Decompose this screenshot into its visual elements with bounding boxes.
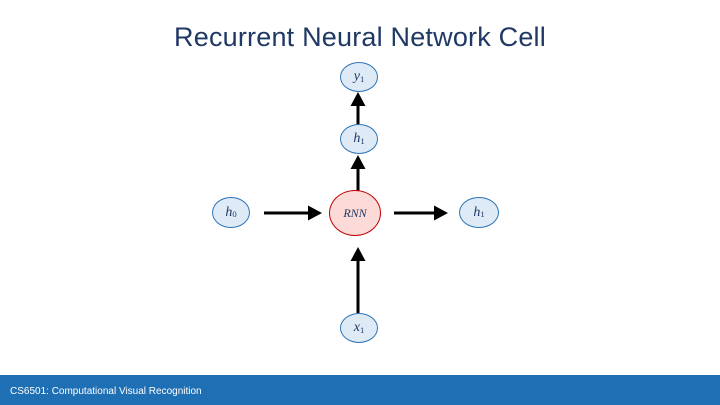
footer-text: CS6501: Computational Visual Recognition <box>10 386 202 397</box>
footer-bar <box>0 375 720 405</box>
node-h0-label: h0 <box>225 204 237 220</box>
node-h1-top-label: h1 <box>353 131 365 146</box>
page-title: Recurrent Neural Network Cell <box>174 22 546 52</box>
node-rnn-cell: RNN <box>329 190 381 236</box>
arrow-h0-to-rnn <box>264 202 322 224</box>
node-h1-right: h1 <box>459 197 499 228</box>
arrow-rnn-to-h1-right <box>394 202 448 224</box>
arrow-x1-to-rnn <box>347 247 369 313</box>
node-x1-label: x1 <box>353 320 365 335</box>
node-y1: y1 <box>340 62 378 92</box>
node-h1-top: h1 <box>340 124 378 154</box>
arrow-rnn-to-h1-top <box>347 155 369 193</box>
node-x1: x1 <box>340 313 378 343</box>
node-h0: h0 <box>212 197 250 228</box>
node-y1-label: y1 <box>353 69 365 84</box>
arrow-h1-to-y1 <box>347 92 369 128</box>
node-rnn-label: RNN <box>343 205 367 220</box>
node-h1-right-label: h1 <box>473 204 485 220</box>
